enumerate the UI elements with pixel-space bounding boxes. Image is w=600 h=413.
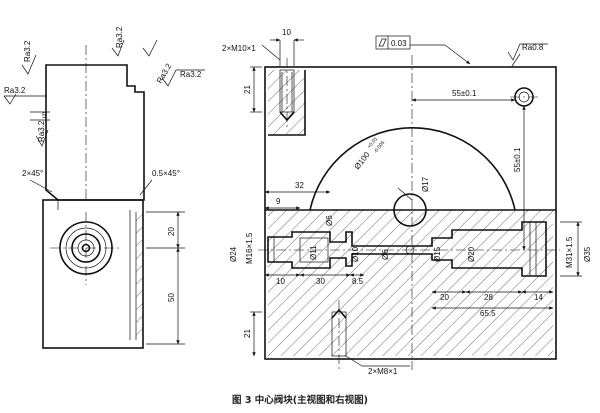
left-upper-section — [45, 64, 145, 201]
flatness-frame — [375, 35, 411, 50]
left-dim-5: 5 — [42, 111, 47, 120]
left-ra-2: Ra3.2 — [4, 86, 26, 95]
dim-30: 30 — [316, 277, 325, 286]
dim-20-bottom: 20 — [440, 293, 449, 302]
left-dim-20: 20 — [167, 227, 176, 236]
roughness-ra08: Ra0.8 — [522, 43, 544, 52]
bore-passage — [267, 221, 547, 277]
dim-10-top: 10 — [282, 28, 291, 37]
dim-14: 14 — [534, 293, 543, 302]
thread-m31: M31×1.5 — [565, 236, 574, 268]
left-ra-5: Ra3.2 — [155, 62, 174, 85]
dim-10-bottom: 10 — [276, 277, 285, 286]
left-dim-50: 50 — [167, 293, 176, 302]
dim-9: 9 — [276, 197, 281, 206]
left-side-view: Ra3.2 Ra3.2 Ra3.2 Ra3.2 Ra3.2 Ra3.2 5 2×… — [3, 26, 205, 349]
dim-28: 28 — [484, 293, 493, 302]
chamfer-2x45: 2×45° — [22, 169, 43, 178]
dim-8-5: 8.5 — [352, 277, 364, 286]
dim-65-5: 65.5 — [480, 309, 496, 318]
dim-55-vertical: 55±0.1 — [513, 147, 522, 172]
dia-17: Ø17 — [421, 176, 430, 192]
thread-m8: 2×M8×1 — [368, 367, 398, 376]
dia-11: Ø11 — [309, 245, 318, 260]
figure-caption: 图 3 中心阀块(主视图和右视图) — [232, 395, 368, 406]
dia-6-upper: Ø6 — [325, 215, 334, 226]
dia-24: Ø24 — [229, 246, 238, 262]
dim-32: 32 — [295, 181, 304, 190]
dim-21-bottom: 21 — [243, 329, 252, 338]
flatness-icon — [378, 38, 387, 47]
flatness-value: 0.03 — [391, 39, 407, 48]
main-front-view: 2×M10×1 0.03 Ra0.8 10 21 55±0.1 55±0.1 3… — [222, 28, 592, 376]
main-body — [264, 66, 557, 360]
dia-10: Ø10 — [351, 246, 360, 262]
chamfer-05x45: 0.5×45° — [152, 169, 180, 178]
dia-6-lower: Ø6 — [381, 249, 390, 260]
dia-100-label: Ø100 +0.01 -0.005 — [352, 136, 386, 171]
dia-15: Ø15 — [433, 246, 442, 262]
dia-20: Ø20 — [467, 246, 476, 262]
thread-m10: 2×M10×1 — [222, 44, 256, 53]
left-ra-6: Ra3.2 — [180, 70, 202, 79]
left-ra-4: Ra3.2 — [115, 26, 124, 48]
left-ra-3: Ra3.2 — [37, 120, 46, 142]
dim-21-top: 21 — [243, 85, 252, 94]
dia-35: Ø35 — [583, 246, 592, 262]
svg-text:Ø100: Ø100 — [352, 150, 371, 171]
dim-55-horizontal: 55±0.1 — [452, 89, 477, 98]
arc-cavity-d100 — [309, 126, 516, 211]
hole-d17 — [393, 193, 427, 227]
left-ra-1: Ra3.2 — [23, 40, 32, 62]
thread-m16: M16×1.5 — [245, 232, 254, 264]
